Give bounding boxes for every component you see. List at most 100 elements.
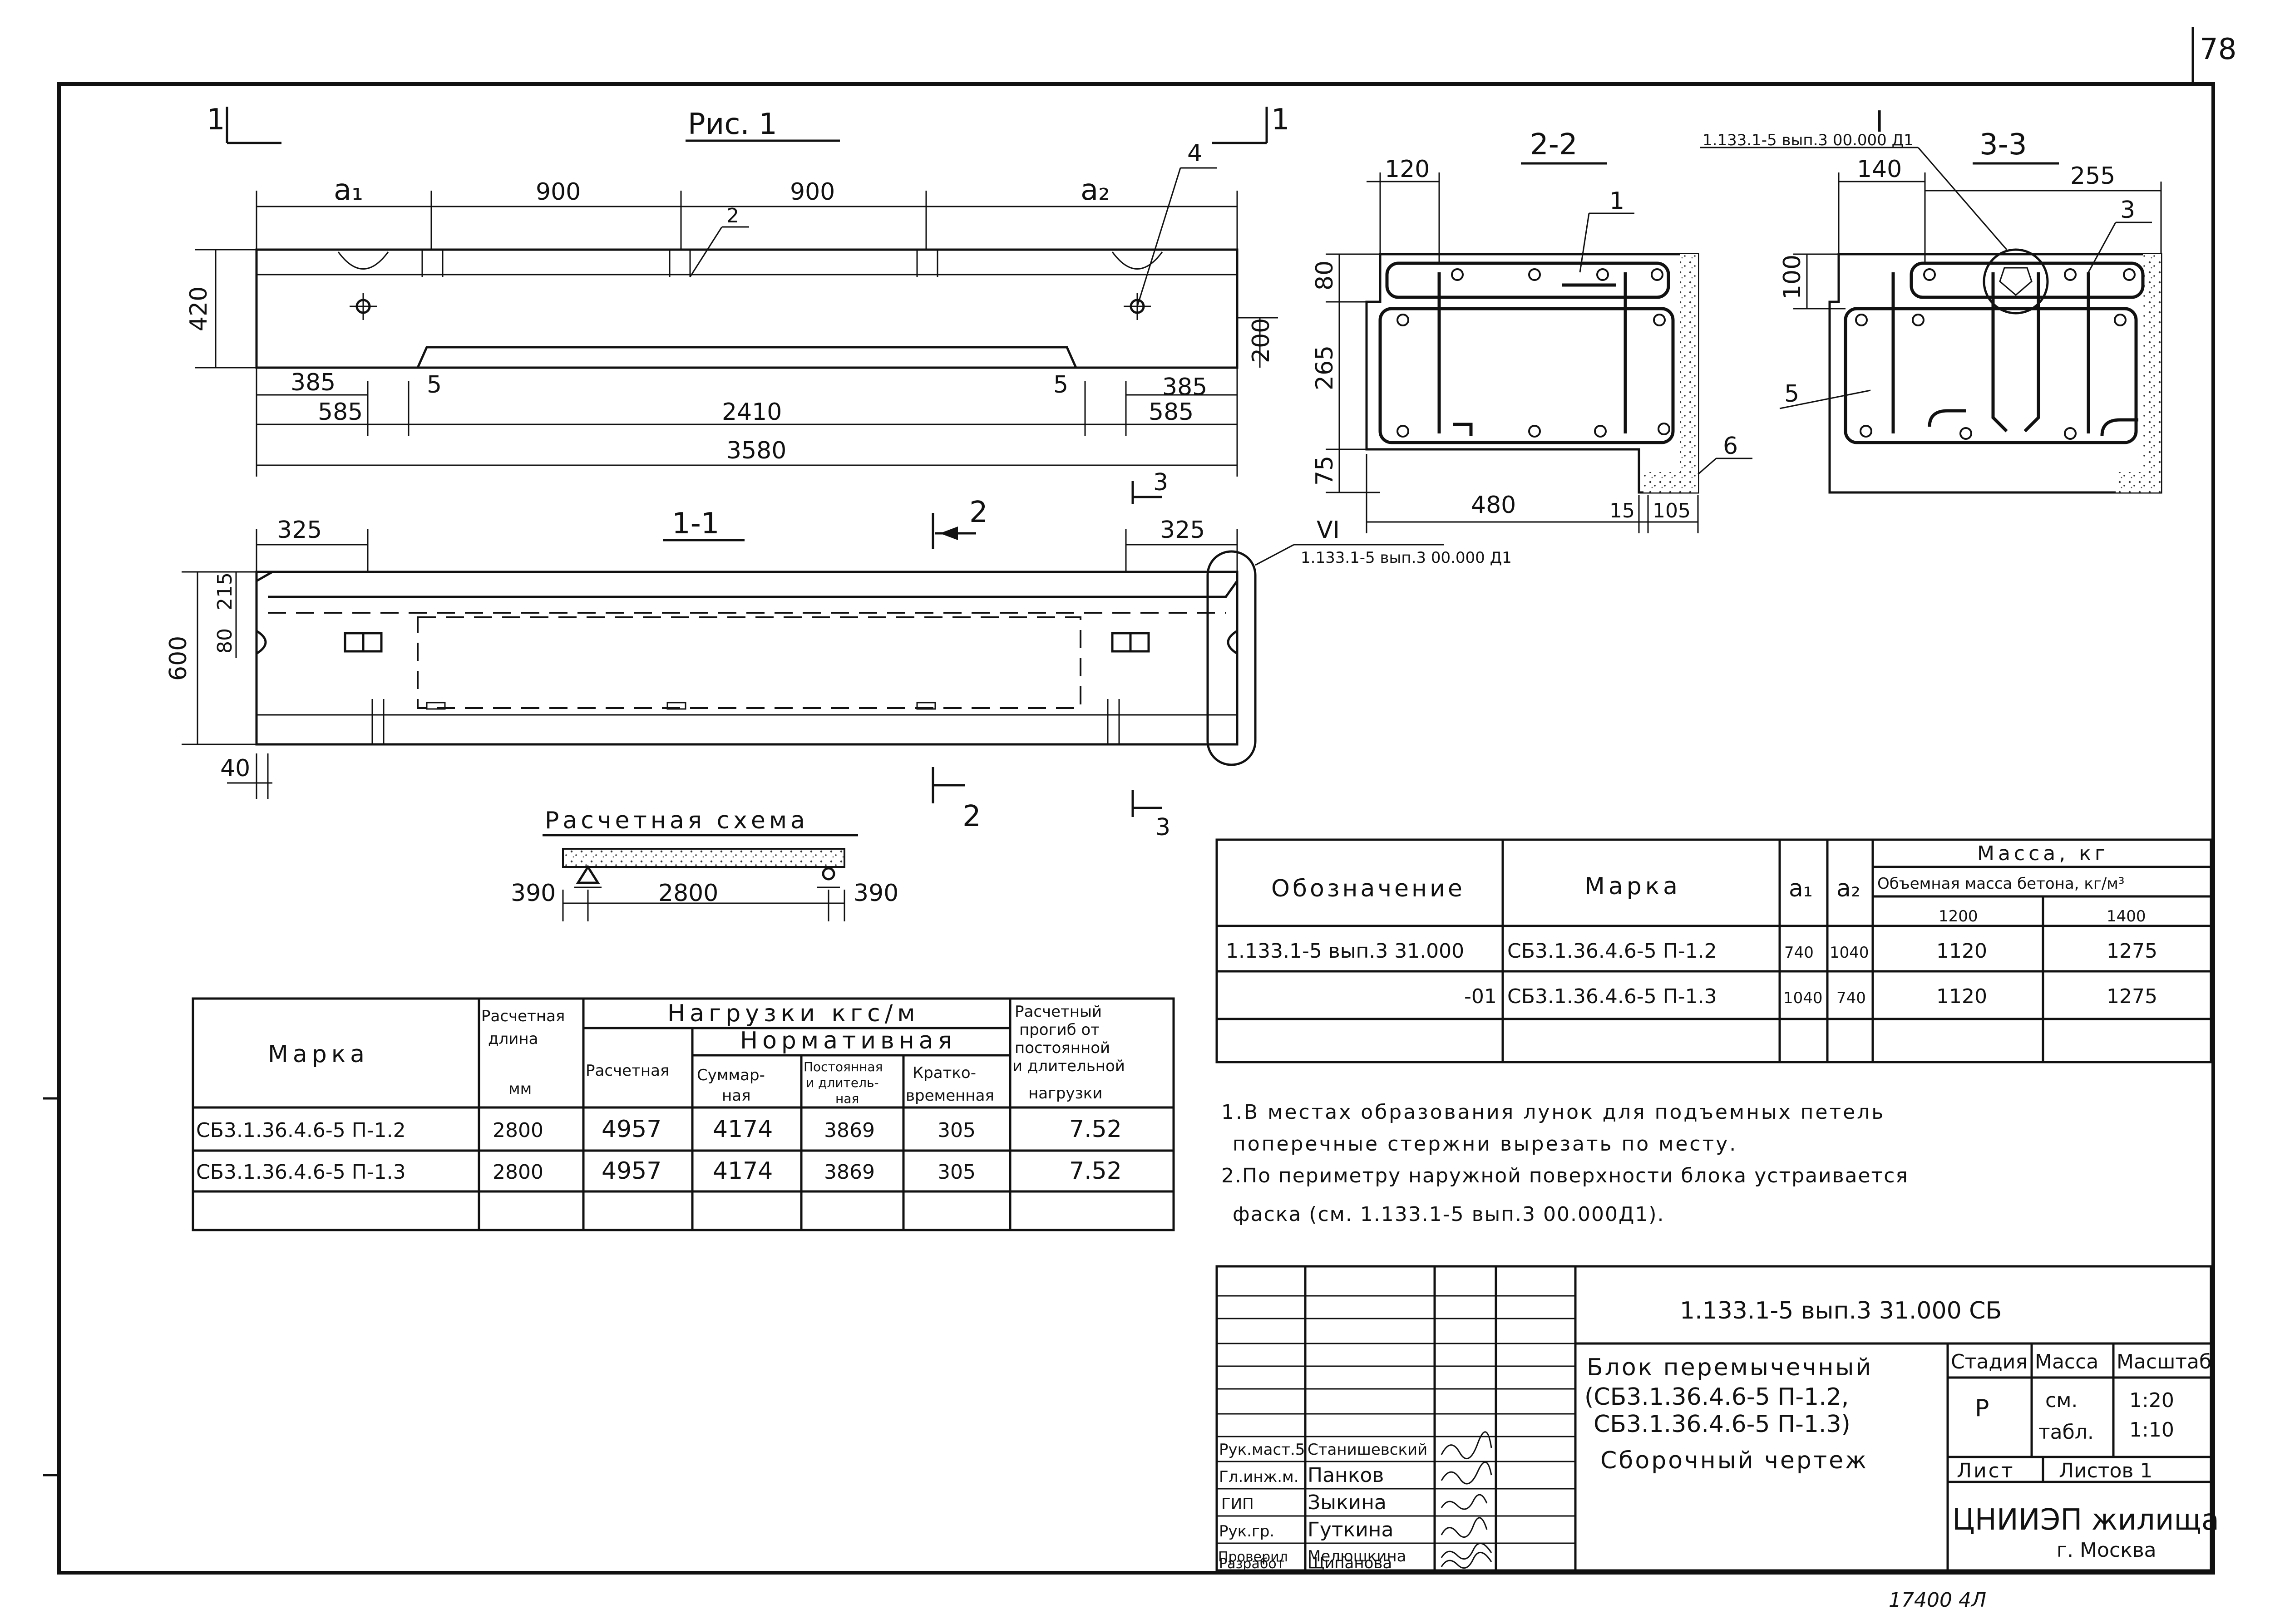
left-margin-marks <box>43 1097 59 1476</box>
fig1-beam <box>255 248 1239 369</box>
cut-3-bottom: 3 <box>1155 814 1170 841</box>
tb-h-scale: Масштаб <box>2117 1350 2211 1373</box>
sec22-dim-120: 120 <box>1385 156 1430 183</box>
cut-2-top: 2 <box>969 496 988 529</box>
lt-r2-marka: СБ3.1.36.4.6-5 П-1.3 <box>196 1161 406 1184</box>
cut-mark-right: 1 <box>1212 103 1290 144</box>
note-1b: поперечные стержни вырезать по месту. <box>1233 1132 1737 1156</box>
scheme-dim-390-left: 390 <box>511 880 556 907</box>
dim-80: 80 <box>213 628 237 654</box>
lt-r1-short: 305 <box>938 1119 976 1142</box>
tb-name-3: СБ3.1.36.4.6-5 П-1.3) <box>1594 1411 1851 1438</box>
detail-i-ref: 1.133.1-5 вып.3 00.000 Д1 <box>1702 131 1914 149</box>
sec22-dim-15: 15 <box>1609 499 1635 522</box>
dim-900-b: 900 <box>790 178 835 206</box>
cut-3-top: 3 <box>1153 469 1168 496</box>
tb-role-4: Рук.гр. <box>1219 1522 1274 1540</box>
lt-row-2: СБ3.1.36.4.6-5 П-1.3 2800 4957 4174 3869… <box>196 1157 1122 1185</box>
mass-table: Обозначение Марка a₁ a₂ Масса, кг Объемн… <box>1215 838 2212 1063</box>
sec22-dim-80: 80 <box>1311 261 1338 290</box>
lt-h-len-2: длина <box>488 1030 538 1048</box>
dim-585-right: 585 <box>1149 399 1194 426</box>
mt-h-1200: 1200 <box>1939 907 1978 925</box>
mt-r1-a1: 740 <box>1784 944 1814 962</box>
tb-mass-b: табл. <box>2038 1421 2094 1444</box>
lt-r1-marka: СБ3.1.36.4.6-5 П-1.2 <box>196 1119 406 1142</box>
tb-name-p6: Щипанова <box>1308 1554 1392 1572</box>
lt-h-defl-3: постоянной <box>1015 1039 1110 1057</box>
mt-r2-desig: -01 <box>1464 985 1497 1008</box>
tb-sheet: Лист <box>1957 1459 2015 1482</box>
sec33-title: 3-3 <box>1979 128 2027 162</box>
mt-h-mass: Масса, кг <box>1977 842 2109 865</box>
notes: 1.В местах образования лунок для подъемн… <box>1221 1101 1908 1226</box>
mt-r1-desig: 1.133.1-5 вып.3 31.000 <box>1226 940 1464 963</box>
title-block: 1.133.1-5 вып.3 31.000 СБ Блок перемычеч… <box>1215 1265 2219 1572</box>
dim-200: 200 <box>1248 318 1275 363</box>
calc-scheme: Расчетная схема 390 2800 390 <box>511 807 898 921</box>
dim-420: 420 <box>185 286 212 331</box>
dim-900-a: 900 <box>536 178 581 206</box>
scheme-title: Расчетная схема <box>545 807 809 834</box>
dim-600: 600 <box>165 636 192 681</box>
sec22-title: 2-2 <box>1530 128 1578 162</box>
lt-h-perm-1: Постоянная <box>804 1059 883 1074</box>
mt-h-marka: Марка <box>1584 873 1681 900</box>
dim-385-left: 385 <box>291 369 336 396</box>
scheme-dim-390-right: 390 <box>854 880 898 907</box>
page-number: 78 <box>2200 33 2236 66</box>
tb-name-p3: Зыкина <box>1308 1491 1387 1514</box>
sec33-dim-140: 140 <box>1857 156 1902 183</box>
tb-role-1: Рук.маст.5 <box>1219 1441 1305 1459</box>
tb-name-p2: Панков <box>1308 1464 1384 1487</box>
mt-r2-a1: 1040 <box>1783 989 1823 1007</box>
note-1a: 1.В местах образования лунок для подъемн… <box>1221 1101 1885 1124</box>
lt-r2-defl: 7.52 <box>1069 1157 1122 1185</box>
lt-h-short-1: Кратко- <box>913 1064 976 1082</box>
tb-role-3: ГИП <box>1221 1495 1254 1513</box>
sec22-bars <box>1397 268 1670 438</box>
dim-40: 40 <box>220 755 250 782</box>
tb-role-5: Проверил <box>1218 1549 1288 1565</box>
tb-scale-a: 1:20 <box>2129 1389 2174 1412</box>
mt-r2-m1400: 1275 <box>2107 985 2157 1008</box>
mt-r1-m1200: 1120 <box>1936 940 1987 963</box>
dim-5-left: 5 <box>427 371 442 399</box>
lt-r1-sum: 4174 <box>713 1116 773 1143</box>
tb-stage: Р <box>1975 1395 1989 1422</box>
lt-h-perm-2: и длитель- <box>806 1075 879 1090</box>
mt-row-1: 1.133.1-5 вып.3 31.000 СБ3.1.36.4.6-5 П-… <box>1226 940 2157 963</box>
lt-h-len-1: Расчетная <box>481 1007 565 1025</box>
bottom-note: 17400 4Л <box>1889 1589 1986 1612</box>
sec11-embeds <box>344 632 1150 744</box>
lt-r2-calc: 4957 <box>602 1157 661 1185</box>
lt-h-sum-1: Суммар- <box>697 1066 765 1084</box>
sheet-frame <box>57 82 2215 1575</box>
lt-r1-perm: 3869 <box>824 1119 875 1142</box>
lt-r2-len: 2800 <box>493 1161 543 1184</box>
tb-name-p5: Мелюшкина <box>1308 1547 1406 1565</box>
fig1-vertical-marks <box>421 250 938 277</box>
tb-name-2: (СБ3.1.36.4.6-5 П-1.2, <box>1584 1383 1849 1411</box>
svg-text:1: 1 <box>207 103 225 137</box>
sec33-dim-255: 255 <box>2070 162 2115 190</box>
detail-i-mark: I <box>1875 105 1884 139</box>
tb-code: 1.133.1-5 вып.3 31.000 СБ <box>1680 1297 2002 1324</box>
mt-h-vol: Объемная масса бетона, кг/м³ <box>1877 875 2124 893</box>
dim-325-left: 325 <box>277 517 322 544</box>
tb-name-1: Блок перемычечный <box>1587 1354 1873 1381</box>
svg-text:1: 1 <box>1271 103 1290 137</box>
lt-h-len-3: мм <box>508 1080 532 1098</box>
fig1-title: Рис. 1 <box>688 108 777 141</box>
callout-2: 2 <box>726 204 739 227</box>
tb-scale-b: 1:10 <box>2129 1418 2174 1442</box>
cut-2-bottom: 2 <box>962 800 981 833</box>
lt-r2-perm: 3869 <box>824 1161 875 1184</box>
mt-r1-marka: СБ3.1.36.4.6-5 П-1.2 <box>1507 940 1717 963</box>
tb-h-mass: Масса <box>2035 1350 2098 1373</box>
cut-mark-left: 1 <box>207 103 281 144</box>
note-2b: фаска (см. 1.133.1-5 вып.3 00.000Д1). <box>1233 1203 1665 1226</box>
lt-r1-len: 2800 <box>493 1119 543 1142</box>
lt-h-defl-4: и длительной <box>1012 1057 1125 1075</box>
